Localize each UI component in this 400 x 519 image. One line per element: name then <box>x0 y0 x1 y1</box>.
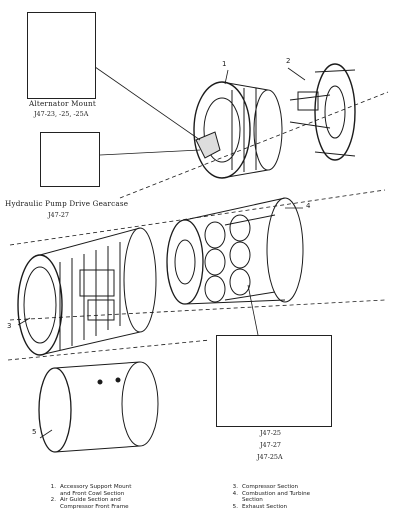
callout-leaders <box>17 59 306 439</box>
callout-2: 2 <box>286 57 291 65</box>
part-3-compressor-section <box>17 227 157 356</box>
callout-5: 5 <box>32 428 37 436</box>
legend-label: Compressor Front Frame <box>60 503 129 510</box>
part-5-exhaust-section <box>38 361 159 453</box>
part-4-combustion-turbine-section <box>166 197 304 305</box>
part-1-accessory-support-mount <box>193 81 283 179</box>
callout-3: 3 <box>7 322 12 330</box>
callout-4: 4 <box>306 202 311 210</box>
part-2-air-guide-section <box>289 63 356 161</box>
legend-label: Air Guide Section and <box>60 497 121 504</box>
legend-number: 2. <box>50 497 56 504</box>
legend-label: Combustion and Turbine <box>242 490 311 497</box>
assembly-axis-lines <box>7 91 389 361</box>
alternator-mount-models: J47-23, -25, -25A <box>34 110 89 118</box>
legend-label: Accessory Support Mount <box>60 484 132 490</box>
legend-label: Compressor Section <box>242 484 299 490</box>
hydraulic-pump-inset <box>40 132 100 187</box>
legend-label: Exhaust Section <box>242 503 288 510</box>
legend-number: 1. <box>50 484 56 490</box>
legend-label: and Front Cowl Section <box>60 490 125 497</box>
callout-1: 1 <box>222 60 227 68</box>
combustion-model-3: J47-25A <box>257 453 283 461</box>
combustion-model-1: J47-25 <box>260 429 281 437</box>
legend-right: 3. Compressor Section 4. Combustion and Tu… <box>230 484 310 510</box>
legend-number: 4. <box>232 490 238 497</box>
hydraulic-pump-models: J47-27 <box>48 211 69 219</box>
combustion-model-2: J47-27 <box>260 441 281 449</box>
legend-label: Section <box>242 497 263 504</box>
legend-number: 5. <box>232 503 238 510</box>
legend-left: 1. Accessory Support Mount and Front Cowl… <box>48 484 132 510</box>
alternator-mount-title: Alternator Mount <box>29 99 96 108</box>
alternator-mount-inset <box>27 12 96 99</box>
hydraulic-pump-title: Hydraulic Pump Drive Gearcase <box>5 199 129 208</box>
legend-number: 3. <box>232 484 238 490</box>
combustion-inset <box>216 335 332 427</box>
